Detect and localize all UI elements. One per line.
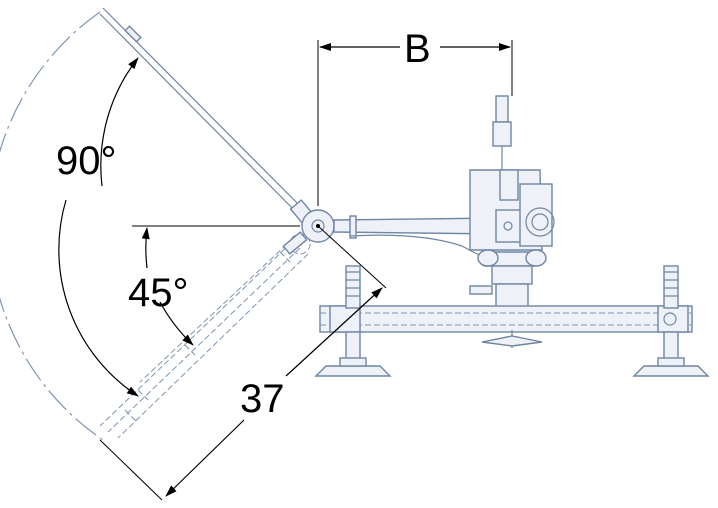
arm-raised xyxy=(99,7,317,227)
label-45: 45° xyxy=(128,271,189,315)
pivot-hub xyxy=(282,209,335,255)
head-assembly xyxy=(469,95,555,311)
swing-arc xyxy=(0,11,104,441)
label-90: 90° xyxy=(56,139,117,183)
label-37: 37 xyxy=(240,377,285,421)
dimension-b xyxy=(317,40,513,206)
right-foot xyxy=(632,265,710,377)
angle-arc-45 xyxy=(141,227,194,346)
cross-beam xyxy=(319,305,693,348)
dimension-37 xyxy=(99,225,387,501)
left-foot xyxy=(314,265,392,377)
angle-arc-90 xyxy=(58,57,139,397)
label-b: B xyxy=(404,27,431,71)
